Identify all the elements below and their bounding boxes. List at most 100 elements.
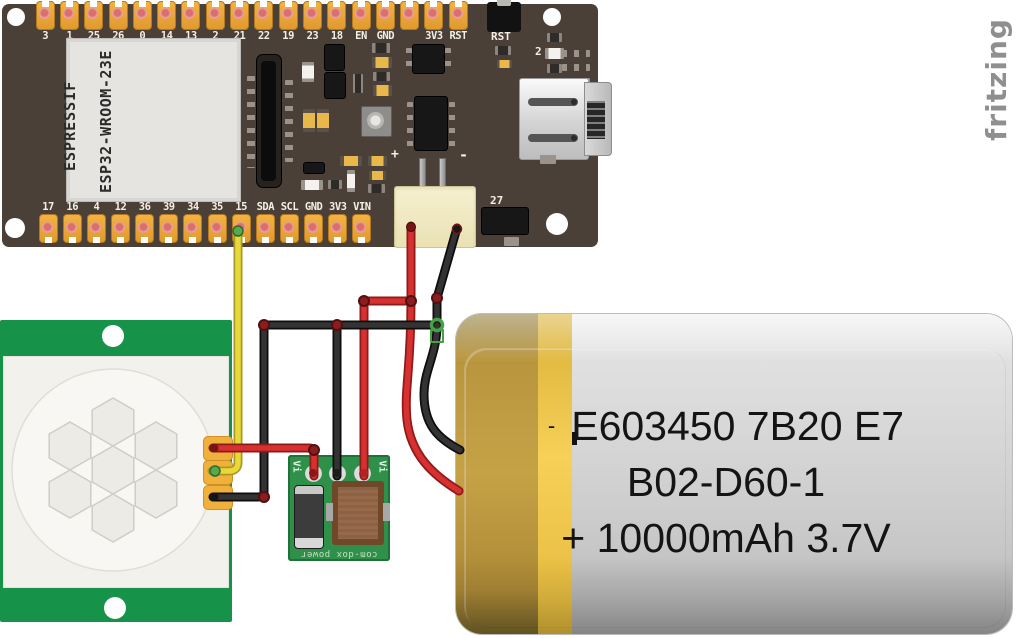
diode <box>294 485 324 549</box>
pin-socket-pad <box>302 1 322 30</box>
smd-capacitor <box>369 171 386 180</box>
lipo-battery[interactable]: -E603450 7B20 E7 B02-D60-1 + 10000mAh 3.… <box>456 314 1012 634</box>
wire-red-jst-to-regulator[interactable] <box>359 221 416 481</box>
pin-socket-pad <box>400 1 420 30</box>
pin-socket[interactable]: RST <box>446 1 470 43</box>
pin-socket[interactable]: 13 <box>179 1 203 43</box>
pin-socket[interactable]: 18 <box>325 1 349 43</box>
battery-line2: B02-D60-1 <box>626 459 826 505</box>
pin-label: 1 <box>66 30 73 42</box>
pin-label: 22 <box>257 30 270 42</box>
pin-socket[interactable]: 39 <box>157 201 181 243</box>
pad-left[interactable] <box>305 465 322 482</box>
pin-socket-pad <box>279 214 299 243</box>
pin-socket[interactable]: 12 <box>108 201 132 243</box>
pin-socket-pad <box>183 214 203 243</box>
smd-pads <box>562 50 590 57</box>
smd-capacitor <box>373 85 392 96</box>
pin-socket[interactable]: 22 <box>252 1 276 43</box>
pin-socket[interactable]: 0 <box>130 1 154 43</box>
pir-motion-sensor[interactable] <box>0 320 233 622</box>
header-connector-slot <box>261 61 276 181</box>
pin-socket[interactable]: 16 <box>60 201 84 243</box>
pin-socket[interactable]: 2 <box>203 1 227 43</box>
pin-socket[interactable]: 3V3 <box>422 1 446 43</box>
pin-socket-pad <box>448 1 468 30</box>
pin-socket-pad <box>157 1 177 30</box>
pin-socket[interactable]: 14 <box>154 1 178 43</box>
smd-pads <box>449 102 455 147</box>
pin-socket[interactable]: EN <box>349 1 373 43</box>
smd-resistor <box>302 62 314 82</box>
module-model-text: ESP32-WROOM-23E <box>97 50 115 193</box>
power-module[interactable]: Vi Vi com-dox power <box>288 455 390 561</box>
pin-socket[interactable]: VIN <box>350 201 374 243</box>
pir-pin-gnd[interactable] <box>203 485 233 510</box>
pir-pin-vcc[interactable] <box>203 436 233 461</box>
pin-socket[interactable]: SCL <box>277 201 301 243</box>
pir-pin-out[interactable] <box>203 460 233 485</box>
pin-label: 4 <box>93 201 100 213</box>
pin-socket[interactable]: 35 <box>205 201 229 243</box>
smd-pads <box>285 80 293 162</box>
pin-socket[interactable]: 4 <box>84 201 108 243</box>
esp32-wroom-module[interactable]: ESPRESSIF ESP32-WROOM-23E <box>61 38 241 202</box>
micro-usb-connector[interactable] <box>519 78 589 160</box>
en-button[interactable] <box>487 0 521 32</box>
wire-black-to-battery[interactable] <box>419 320 465 455</box>
power-module-silk-text: com-dox power <box>300 549 378 559</box>
smd-component <box>482 208 528 234</box>
pin-socket[interactable]: 26 <box>106 1 130 43</box>
pin-socket[interactable]: 3V3 <box>326 201 350 243</box>
pin-socket-pad <box>84 1 104 30</box>
pin-socket[interactable] <box>397 1 421 43</box>
pin-socket[interactable]: 1 <box>57 1 81 43</box>
rst-silk-label: RST <box>491 30 511 43</box>
pin-label: EN <box>355 30 367 42</box>
pin-label: RST <box>449 30 467 42</box>
pin-socket[interactable]: SDA <box>253 201 277 243</box>
pin-socket[interactable]: 15 <box>229 201 253 243</box>
pir-fresnel-dome <box>11 368 215 572</box>
vi-left-label: Vi <box>290 460 302 473</box>
smd-capacitor <box>495 46 511 55</box>
pin-label: 18 <box>330 30 343 42</box>
smd-resistor <box>347 170 355 192</box>
pin-socket-pad <box>62 214 82 243</box>
pin-socket[interactable]: 17 <box>36 201 60 243</box>
transistor <box>325 45 344 70</box>
pin-socket[interactable]: 25 <box>82 1 106 43</box>
smd-pads <box>562 64 590 71</box>
pin-socket[interactable]: 23 <box>300 1 324 43</box>
pad-middle[interactable] <box>329 465 346 482</box>
pin-socket-pad <box>205 1 225 30</box>
pin-socket[interactable]: 19 <box>276 1 300 43</box>
pin-socket-pad <box>327 1 347 30</box>
smd-capacitor <box>303 109 315 132</box>
pin-socket[interactable]: 21 <box>227 1 251 43</box>
battery-yellow-strip <box>538 314 572 634</box>
boot-button[interactable] <box>361 106 392 137</box>
smd-capacitor <box>372 57 392 68</box>
battery-line3: + 10000mAh 3.7V <box>561 515 891 561</box>
pin2-silk-label: 2 <box>535 45 542 58</box>
pin-socket[interactable]: 3 <box>33 1 57 43</box>
pin-socket[interactable]: GND <box>373 1 397 43</box>
smd-resistor <box>545 48 564 59</box>
pin-socket[interactable]: 36 <box>133 201 157 243</box>
vi-right-label: Vi <box>376 460 388 473</box>
smd-pad <box>504 237 519 246</box>
pin-label: 34 <box>187 201 199 213</box>
pin-socket[interactable]: GND <box>302 201 326 243</box>
wire-red-jst-to-battery[interactable] <box>401 296 464 496</box>
pin-socket-pad <box>110 214 130 243</box>
pin-socket[interactable]: 34 <box>181 201 205 243</box>
pad-right[interactable] <box>354 465 371 482</box>
jst-battery-connector[interactable] <box>394 186 476 248</box>
inductor <box>326 481 390 545</box>
pin-socket-pad <box>230 1 250 30</box>
pin-label: 0 <box>139 30 146 42</box>
pin-label: 3V3 <box>425 30 443 42</box>
esp32-dev-board[interactable]: 3 1 25 26 0 14 13 2 <box>2 0 612 248</box>
